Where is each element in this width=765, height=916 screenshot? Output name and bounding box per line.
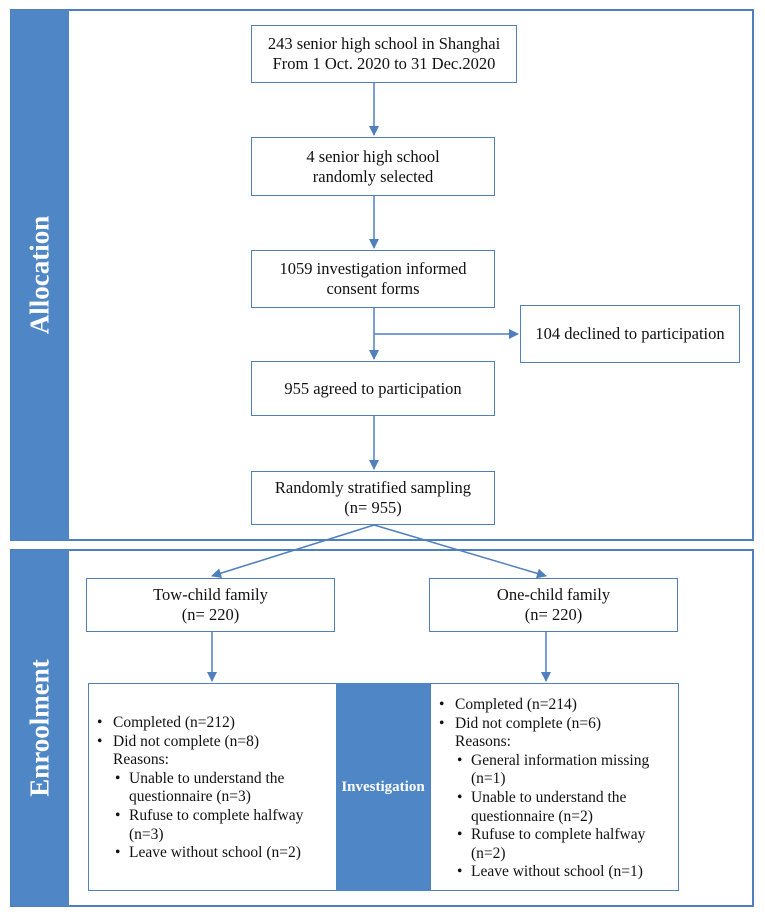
one-child-not-completed: Did not complete (n=6) Reasons: General … (431, 715, 678, 882)
reason-text: Leave without school (n=1) (471, 863, 643, 881)
selected-line-2: randomly selected (312, 166, 434, 186)
schools-line-2: From 1 Oct. 2020 to 31 Dec.2020 (272, 54, 496, 73)
arrow-sampling-to-one-child (373, 524, 547, 579)
one-child-reason: General information missing(n=1) (455, 752, 678, 789)
investigation-label: Investigation (336, 683, 430, 891)
one-child-reason: Leave without school (n=1) (455, 863, 678, 882)
reason-text: Rufuse to complete halfway (129, 806, 304, 824)
reason-text: Leave without school (n=2) (129, 844, 301, 862)
one-child-reasons-label: Reasons: (455, 733, 511, 751)
one-child-reason: Rufuse to complete halfway(n=2) (455, 826, 678, 863)
declined-box: 104 declined to participation (520, 305, 740, 363)
two-child-completed: Completed (n=212) (89, 714, 336, 733)
one-child-completed: Completed (n=214) (431, 696, 678, 715)
one-child-box: One-child family(n= 220) (429, 578, 678, 632)
allocation-sidebar: Allocation (11, 10, 69, 540)
enrollment-sidebar: Enroolment (11, 550, 69, 906)
one-child-outcomes: Completed (n=214) Did not complete (n=6)… (430, 683, 679, 891)
two-child-reason: Leave without school (n=2) (113, 844, 336, 863)
sampling-box: Randomly stratified sampling(n= 955) (251, 471, 495, 525)
reason-text: (n=1) (471, 770, 506, 788)
selected-line-1: 4 senior high school (306, 146, 440, 166)
agreed-text: 955 agreed to participation (284, 378, 462, 398)
declined-text: 104 declined to participation (535, 324, 725, 343)
one-child-line-2: (n= 220) (524, 605, 583, 624)
reason-text: General information missing (471, 751, 650, 769)
reason-text: (n=3) (129, 825, 164, 843)
arrow-sampling-to-two-child (211, 524, 375, 579)
investigation-text: Investigation (341, 778, 425, 795)
two-child-not-completed: Did not complete (n=8) Reasons: Unable t… (89, 733, 336, 863)
reason-text: Unable to understand the (471, 788, 627, 806)
reason-text: Rufuse to complete halfway (471, 826, 646, 844)
reason-text: questionnaire (n=3) (129, 788, 251, 806)
consent-line-1: 1059 investigation informed (279, 259, 467, 278)
agreed-box: 955 agreed to participation (251, 361, 495, 416)
schools-line-1: 243 senior high school in Shanghai (267, 34, 501, 53)
two-child-line-1: Tow-child family (153, 585, 268, 604)
two-child-outcomes: Completed (n=212) Did not complete (n=8)… (88, 683, 337, 891)
reason-text: questionnaire (n=2) (471, 807, 593, 825)
one-child-not-completed-text: Did not complete (n=6) (455, 714, 602, 732)
two-child-not-completed-text: Did not complete (n=8) (113, 732, 260, 750)
sampling-line-1: Randomly stratified sampling (274, 478, 472, 497)
reason-text: (n=2) (471, 844, 506, 862)
consent-line-2: consent forms (326, 279, 420, 298)
reason-text: Unable to understand the (129, 769, 285, 787)
one-child-line-1: One-child family (496, 585, 611, 604)
two-child-box: Tow-child family(n= 220) (86, 578, 335, 632)
two-child-reasons-label: Reasons: (113, 751, 169, 769)
two-child-reason: Rufuse to complete halfway(n=3) (113, 807, 336, 844)
two-child-line-2: (n= 220) (181, 605, 240, 624)
sampling-line-2: (n= 955) (344, 498, 402, 517)
